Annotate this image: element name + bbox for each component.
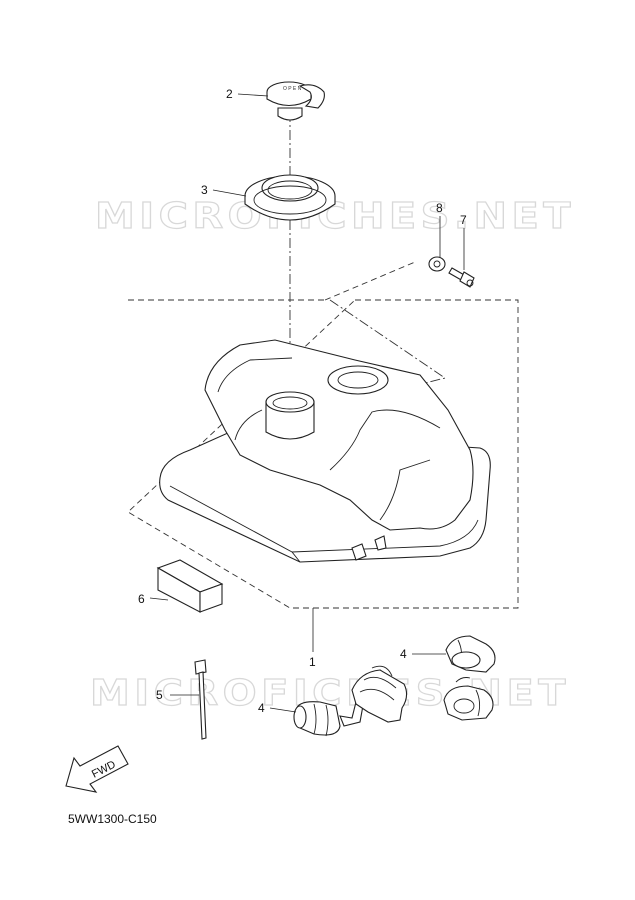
hose-cover-right <box>443 635 496 721</box>
callout-7: 7 <box>460 213 467 227</box>
callout-4-right: 4 <box>400 647 407 661</box>
callout-5: 5 <box>156 688 163 702</box>
foam-pad <box>156 559 224 613</box>
callout-1: 1 <box>309 655 316 669</box>
callout-8: 8 <box>436 201 443 215</box>
callout-4-left: 4 <box>258 701 265 715</box>
callout-2: 2 <box>226 87 233 101</box>
fuel-cap: O P E N <box>266 81 325 121</box>
washer <box>428 256 446 272</box>
cable-tie <box>194 659 207 740</box>
fuel-tank <box>159 339 491 563</box>
filler-ring <box>244 174 336 221</box>
hose-cover-left <box>293 665 408 737</box>
diagram-code: 5WW1300-C150 <box>68 812 157 826</box>
forward-arrow: FWD <box>65 745 129 793</box>
svg-text:O P E N: O P E N <box>283 86 302 92</box>
callout-3: 3 <box>201 183 208 197</box>
assembly-outline <box>127 299 519 609</box>
bolt <box>448 267 475 288</box>
callout-6: 6 <box>138 592 145 606</box>
